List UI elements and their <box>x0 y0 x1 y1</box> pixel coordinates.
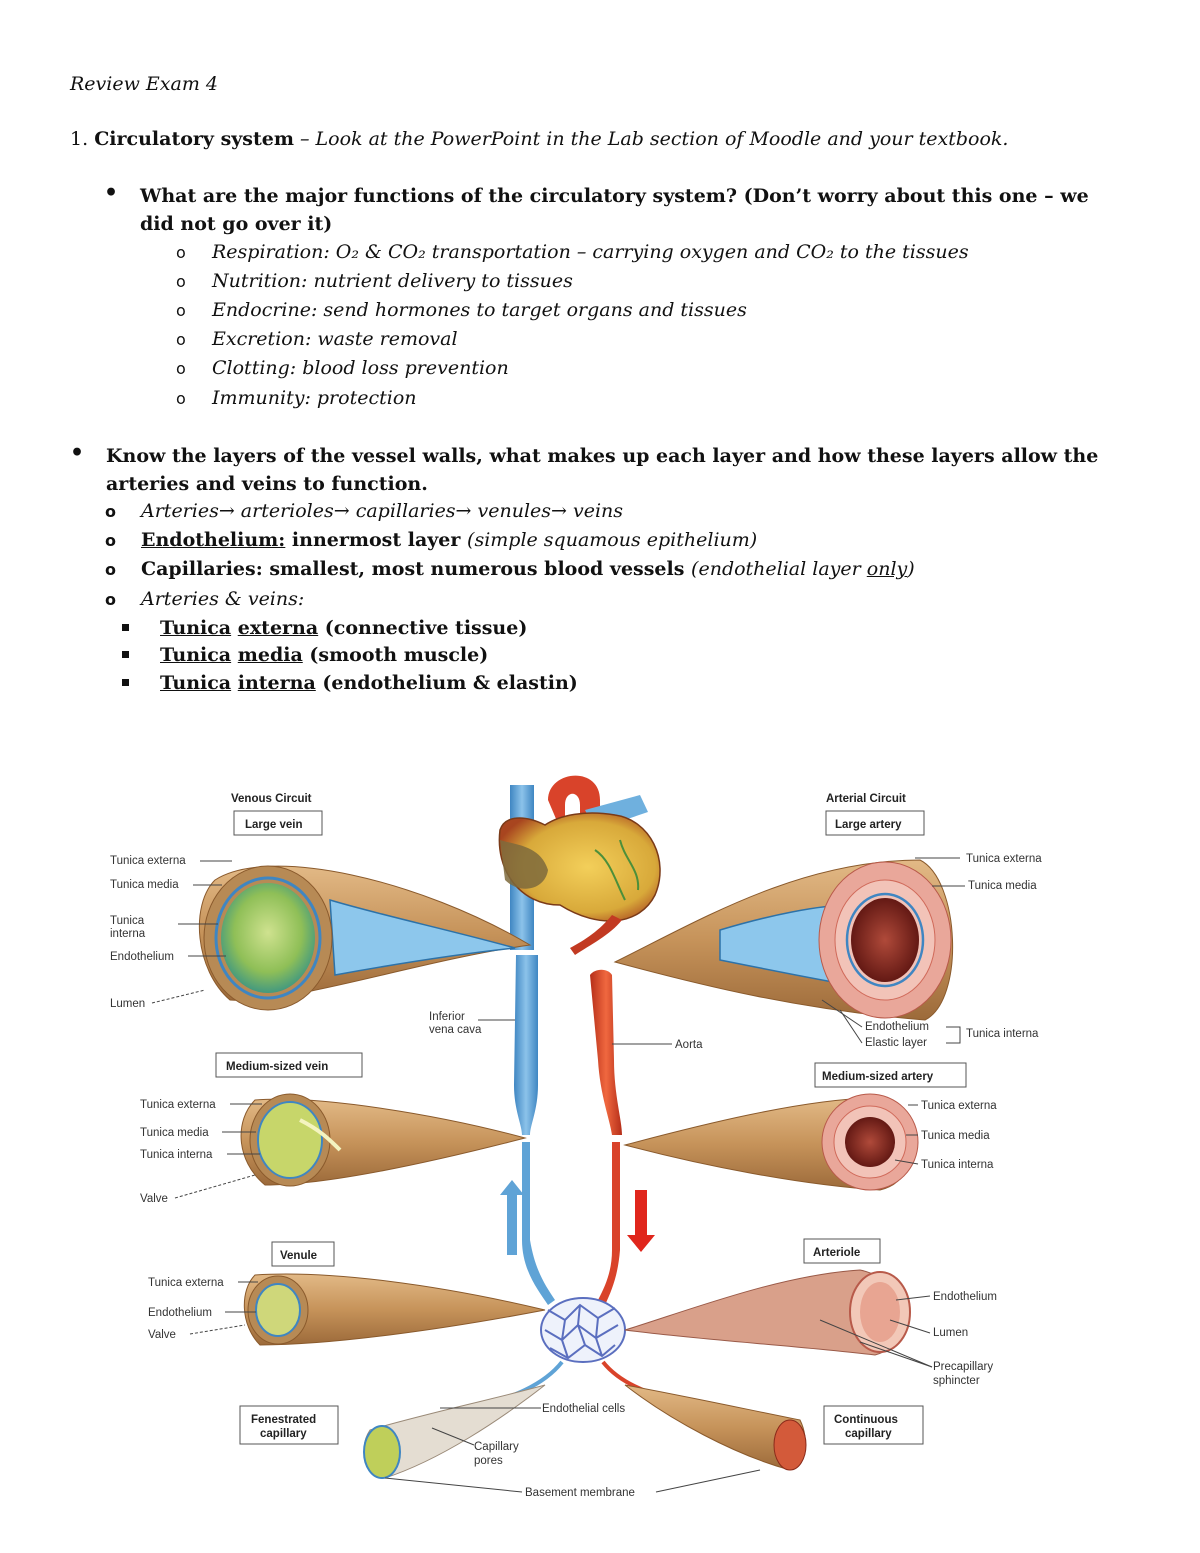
capillary-pores-label-1: Capillary <box>474 1441 519 1453</box>
arterial-circuit-title: Arterial Circuit <box>826 793 906 805</box>
ivc-label-1: Inferior <box>429 1011 465 1023</box>
layers-question-line1: Know the layers of the vessel walls, wha… <box>106 445 1099 467</box>
medium-vein-label: Medium-sized vein <box>226 1061 328 1073</box>
inferior-vena-cava <box>514 955 538 1135</box>
capillary-pores-label-2: pores <box>474 1455 503 1467</box>
lv-interna-label-1: Tunica <box>110 915 145 927</box>
la-endothelium-label: Endothelium <box>865 1021 929 1033</box>
arteriole-lumen-label: Lumen <box>933 1327 968 1339</box>
venule-illustration <box>243 1273 546 1346</box>
large-artery-illustration <box>613 859 954 1021</box>
doc-title: Review Exam 4 <box>70 73 218 95</box>
tunica-media-item: Tunica media (smooth muscle) <box>122 641 488 670</box>
functions-question-line1: What are the major functions of the circ… <box>140 185 1089 207</box>
precapillary-label-2: sphincter <box>933 1375 980 1387</box>
basement-membrane-label: Basement membrane <box>525 1487 635 1499</box>
mv-valve-label: Valve <box>140 1193 168 1205</box>
continuous-capillary-illustration <box>624 1384 807 1471</box>
venule-endothelium-label: Endothelium <box>148 1307 212 1319</box>
heart-illustration <box>498 775 661 955</box>
bullet-dot: • <box>70 440 85 466</box>
q1-number: 1. <box>70 128 89 150</box>
tunica-externa-item: Tunica externa (connective tissue) <box>122 614 527 643</box>
lv-endothelium-label: Endothelium <box>110 951 174 963</box>
lv-externa-label: Tunica externa <box>110 855 186 867</box>
fenestrated-label-2: capillary <box>260 1428 307 1440</box>
venous-flow-arrow <box>500 1180 524 1255</box>
leader-lines <box>151 857 965 1493</box>
layers-question-line2: arteries and veins to function. <box>106 473 428 495</box>
la-interna-label: Tunica interna <box>966 1028 1039 1040</box>
venule-externa-label: Tunica externa <box>148 1277 224 1289</box>
fenestrated-label-1: Fenestrated <box>251 1414 316 1426</box>
ma-media-label: Tunica media <box>921 1130 990 1142</box>
venule-valve-label: Valve <box>148 1329 176 1341</box>
q1-instruction: – Look at the PowerPoint in the Lab sect… <box>293 128 1009 150</box>
venous-circuit-title: Venous Circuit <box>231 793 312 805</box>
aorta-label: Aorta <box>675 1039 703 1051</box>
la-externa-label: Tunica externa <box>966 853 1042 865</box>
arteriole-endothelium-label: Endothelium <box>933 1291 997 1303</box>
ivc-label-2: vena cava <box>429 1024 482 1036</box>
functions-question-line2: did not go over it) <box>140 213 333 235</box>
aorta <box>590 969 622 1135</box>
endothelial-cells-label: Endothelial cells <box>542 1403 625 1415</box>
continuous-label-1: Continuous <box>834 1414 898 1426</box>
bullet-dot: • <box>104 180 119 206</box>
fenestrated-capillary-illustration <box>363 1384 546 1479</box>
large-vein-label: Large vein <box>245 819 303 831</box>
mv-externa-label: Tunica externa <box>140 1099 216 1111</box>
la-elastic-label: Elastic layer <box>865 1037 927 1049</box>
layers-question: • Know the layers of the vessel walls, w… <box>70 440 1136 498</box>
medium-artery-illustration <box>623 1093 919 1191</box>
lv-interna-label-2: interna <box>110 928 146 940</box>
arterial-flow-arrow <box>627 1190 655 1252</box>
medium-artery-label: Medium-sized artery <box>822 1071 934 1083</box>
arteriole-label: Arteriole <box>813 1247 860 1259</box>
mv-media-label: Tunica media <box>140 1127 209 1139</box>
large-artery-label: Large artery <box>835 819 902 831</box>
ma-externa-label: Tunica externa <box>921 1100 997 1112</box>
precapillary-label-1: Precapillary <box>933 1361 993 1373</box>
venule-label: Venule <box>280 1250 317 1262</box>
functions-question: • What are the major functions of the ci… <box>104 180 1140 238</box>
tunica-interna-item: Tunica interna (endothelium & elastin) <box>122 669 578 698</box>
lv-lumen-label: Lumen <box>110 998 145 1010</box>
la-media-label: Tunica media <box>968 880 1037 892</box>
lv-media-label: Tunica media <box>110 879 179 891</box>
mv-interna-label: Tunica interna <box>140 1149 213 1161</box>
q1-heading: Circulatory system <box>94 128 294 150</box>
artery-lower <box>598 1142 620 1305</box>
medium-vein-illustration <box>240 1093 527 1187</box>
large-vein-illustration <box>198 865 532 1011</box>
capillary-bed <box>540 1297 626 1363</box>
vein-lower <box>522 1142 555 1305</box>
circulation-diagram: Venous Circuit Arterial Circuit Large ve… <box>110 775 1042 1499</box>
continuous-label-2: capillary <box>845 1428 892 1440</box>
arteriole-illustration <box>624 1269 911 1356</box>
question-1: 1. Circulatory system – Look at the Powe… <box>70 128 1008 150</box>
endothelium-term: Endothelium: <box>141 529 286 551</box>
ma-interna-label: Tunica interna <box>921 1159 994 1171</box>
